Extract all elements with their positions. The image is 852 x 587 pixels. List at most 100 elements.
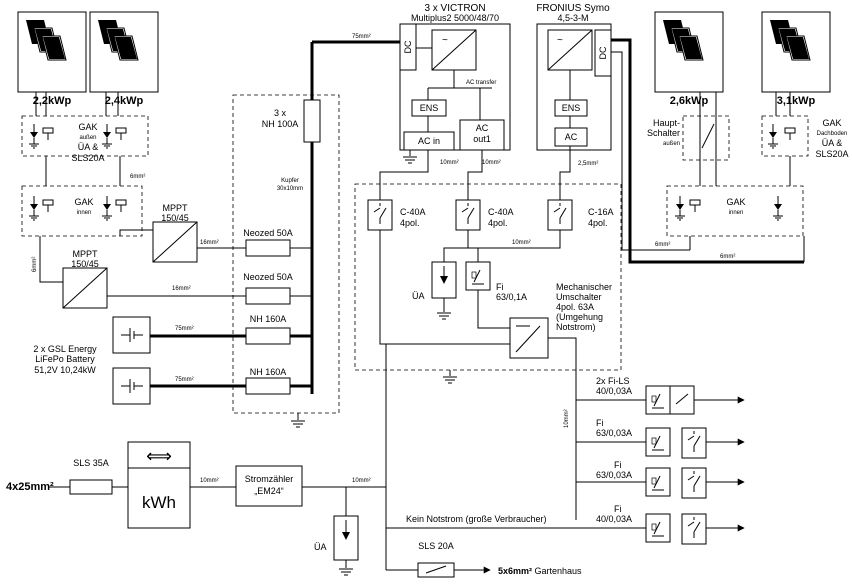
fronius-ac-label: AC bbox=[565, 132, 578, 142]
haupt-schalter-line2: Schalter bbox=[647, 128, 680, 138]
victron-ac-out1-line1: AC bbox=[476, 123, 489, 133]
fuse-left-outer-2 bbox=[115, 127, 127, 141]
fronius-ac bbox=[554, 127, 588, 147]
output-4-label: Fi bbox=[614, 504, 622, 514]
fronius-ac-symbol: ~ bbox=[557, 35, 563, 46]
pv-panel-left-1 bbox=[17, 11, 87, 93]
breaker-c16a bbox=[547, 199, 573, 231]
kwh-meter bbox=[127, 441, 191, 529]
gak-right-outer-box bbox=[761, 115, 809, 157]
main-switch-box bbox=[682, 115, 730, 161]
nh160-1-label: NH 160A bbox=[250, 314, 287, 324]
cable-75mm-b: 75mm² bbox=[175, 377, 194, 383]
surge-arrestor-left-inner-2 bbox=[101, 195, 113, 221]
pv-label-left-2: 2,4kWp bbox=[105, 95, 144, 107]
ac-distribution-box bbox=[354, 183, 622, 371]
neozed-fuse-2 bbox=[245, 287, 291, 305]
surge-arrestor-left-inner-1 bbox=[28, 195, 40, 221]
output-3-fi bbox=[645, 467, 671, 497]
output-1-rating: 40/0,03A bbox=[596, 386, 632, 396]
gak-right-line3: SLS20A bbox=[815, 149, 848, 159]
nh160-fuse-1 bbox=[245, 327, 291, 345]
fuse-right-outer bbox=[784, 127, 796, 141]
victron-title: 3 x VICTRON bbox=[424, 3, 485, 14]
breaker-c40a-2-poles: 4pol. bbox=[488, 218, 508, 228]
victron-ac-transfer: AC transfer bbox=[466, 80, 496, 86]
gak-right-inner-box bbox=[666, 185, 804, 237]
nh160-2-label: NH 160A bbox=[250, 367, 287, 377]
umschalter-line4: (Umgehung bbox=[556, 312, 603, 322]
battery-line3: 51,2V 10,24kW bbox=[34, 365, 96, 375]
output-3-rating: 63/0,03A bbox=[596, 470, 632, 480]
battery-2 bbox=[112, 367, 151, 405]
umschalter-line5: Notstrom) bbox=[556, 322, 596, 332]
sls35a-fuse bbox=[69, 479, 113, 495]
gak-left-inner-box bbox=[21, 185, 143, 237]
fuse-left-inner-1 bbox=[42, 199, 54, 213]
gak-right-inner-line1: innen bbox=[729, 210, 744, 216]
gartenhaus-label: 5x6mm² Gartenhaus bbox=[498, 566, 582, 576]
battery-line2: LiFePo Battery bbox=[35, 354, 95, 364]
cable-10mm-victron-in: 10mm² bbox=[440, 160, 459, 166]
umschalter-line3: 4pol. 63A bbox=[556, 302, 594, 312]
fronius-model: 4,5-3-M bbox=[557, 13, 588, 23]
output-4-fi bbox=[645, 513, 671, 543]
surge-arrestor-left-outer-1 bbox=[28, 123, 40, 149]
kwh-arrow-icon: ⟺ bbox=[146, 446, 172, 466]
meter-line2: „EM24“ bbox=[254, 486, 284, 496]
umschalter-line1: Mechanischer bbox=[556, 282, 612, 292]
gak-left-outer-box bbox=[21, 115, 149, 157]
ground-distribution bbox=[442, 376, 458, 384]
breaker-c40a-2 bbox=[455, 199, 481, 231]
cable-6mm-left-vertical: 6mm² bbox=[32, 257, 38, 272]
breaker-c16a-rating: C-16A bbox=[588, 207, 614, 217]
ua-bottom-label: ÜA bbox=[314, 542, 327, 552]
cable-75mm-top: 75mm² bbox=[352, 34, 371, 40]
fuse-panel-box bbox=[232, 94, 340, 414]
neozed-2-label: Neozed 50A bbox=[243, 272, 293, 282]
breaker-c16a-poles: 4pol. bbox=[588, 218, 608, 228]
victron-ac-out1-line2: out1 bbox=[473, 134, 491, 144]
cable-6mm-right-a: 6mm² bbox=[655, 242, 670, 248]
fi-top-rating: 63/0,1A bbox=[496, 292, 527, 302]
gak-right-line2: ÜA & bbox=[822, 138, 843, 148]
kupfer-line1: Kupfer bbox=[281, 178, 299, 184]
cable-75mm-a: 75mm² bbox=[175, 326, 194, 332]
output-1-fi-ls-2 bbox=[669, 385, 695, 415]
nh100-label: NH 100A bbox=[262, 119, 299, 129]
kupfer-line2: 30x10mm bbox=[277, 186, 303, 192]
breaker-c40a-2-rating: C-40A bbox=[488, 207, 514, 217]
fronius-ens-label: ENS bbox=[562, 103, 581, 113]
gak-left-title: GAK bbox=[78, 122, 97, 132]
victron-ens-label: ENS bbox=[420, 103, 439, 113]
ground-victron bbox=[402, 156, 418, 164]
gak-left-line3: SLS20A bbox=[71, 153, 104, 163]
grid-cable-label: 4x25mm² bbox=[6, 481, 54, 493]
gak-right-line1: Dachboden bbox=[817, 131, 848, 137]
mppt-1-name: MPPT bbox=[162, 203, 188, 213]
fronius-dc-block bbox=[594, 29, 612, 77]
victron-model: Multiplus2 5000/48/70 bbox=[411, 13, 499, 23]
fronius-ens bbox=[554, 99, 588, 117]
cable-10mm-meter-a: 10mm² bbox=[200, 478, 219, 484]
output-2-label: Fi bbox=[596, 418, 604, 428]
victron-ac-in-label: AC in bbox=[418, 136, 440, 146]
ua-top-label: ÜA bbox=[412, 291, 425, 301]
em24-meter bbox=[235, 465, 303, 507]
cable-6mm-right-b: 6mm² bbox=[720, 254, 735, 260]
fi-63-01a bbox=[465, 261, 491, 291]
gak-left-inner-title: GAK bbox=[74, 197, 93, 207]
fuse-left-outer-1 bbox=[42, 127, 54, 141]
meter-line1: Stromzähler bbox=[245, 474, 294, 484]
gak-right-title: GAK bbox=[822, 118, 841, 128]
victron-dc-label: DC bbox=[403, 40, 413, 53]
haupt-schalter-line3: außen bbox=[663, 141, 680, 147]
umschalter-line2: Umschalter bbox=[556, 292, 602, 302]
output-1-label: 2x Fi-LS bbox=[596, 376, 630, 386]
sls20a-label: SLS 20A bbox=[418, 541, 454, 551]
cable-10mm-bus: 10mm² bbox=[512, 240, 531, 246]
gak-right-inner-title: GAK bbox=[726, 197, 745, 207]
fronius-title: FRONIUS Symo bbox=[536, 3, 610, 14]
victron-ac-symbol: ~ bbox=[442, 35, 448, 46]
